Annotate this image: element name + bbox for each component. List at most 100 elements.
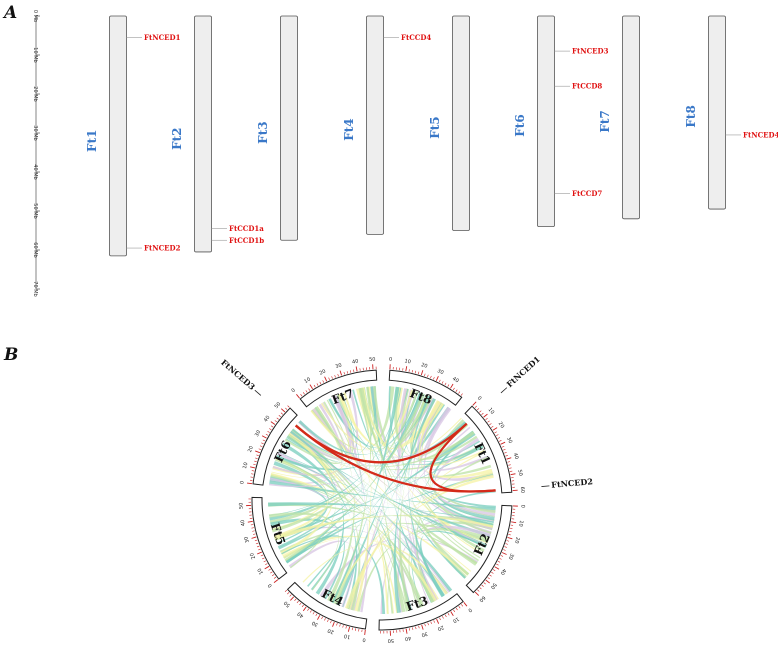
synteny-ribbon bbox=[333, 386, 372, 605]
ring-tick bbox=[420, 370, 424, 376]
ring-tick-label: 20 bbox=[249, 552, 257, 560]
panel-a-label: A bbox=[2, 3, 17, 23]
ring-tick bbox=[342, 625, 344, 628]
ring-tick-label: 20 bbox=[497, 421, 505, 430]
ring-tick bbox=[490, 425, 494, 428]
scale-tick-label: 20 Mb bbox=[32, 86, 38, 101]
ring-tick bbox=[507, 461, 510, 463]
synteny-ribbon bbox=[276, 455, 487, 548]
ring-tick bbox=[313, 384, 316, 388]
ring-tick-label: 20 bbox=[436, 624, 444, 632]
ring-tick-label: 30 bbox=[505, 436, 513, 444]
gene-label: FtCCD7 bbox=[572, 189, 602, 198]
ring-tick bbox=[271, 574, 275, 577]
synteny-ribbon bbox=[357, 527, 490, 612]
synteny-ribbon bbox=[272, 393, 352, 477]
ring-tick bbox=[485, 417, 488, 420]
ring-tick bbox=[273, 579, 279, 584]
highlight-link bbox=[294, 422, 468, 464]
ring-tick bbox=[328, 377, 330, 381]
ring-tick-label: 10 bbox=[242, 462, 249, 470]
ring-tick bbox=[483, 413, 488, 418]
scale-tick-label: 70 Mb bbox=[32, 281, 38, 296]
ring-tick bbox=[455, 389, 458, 392]
ring-tick bbox=[509, 467, 512, 469]
gene-pointer bbox=[254, 389, 262, 396]
ring-tick bbox=[427, 374, 429, 378]
ring-tick bbox=[489, 574, 492, 577]
chromosome-bar bbox=[708, 15, 726, 210]
scale-tick-label: 40 Mb bbox=[32, 164, 38, 179]
ring-tick-label: 10 bbox=[517, 520, 524, 527]
ring-tick bbox=[507, 537, 513, 540]
scale-tick-label: 10 Mb bbox=[32, 47, 38, 62]
ring-tick bbox=[424, 623, 426, 627]
ring-tick bbox=[251, 470, 255, 472]
panel-b-label: B bbox=[3, 345, 18, 365]
synteny-ribbon bbox=[285, 537, 437, 602]
ring-tick bbox=[252, 533, 256, 535]
ring-tick bbox=[441, 381, 444, 384]
chromosome-bar bbox=[280, 15, 298, 241]
scale-tick-label: 30 Mb bbox=[32, 125, 38, 140]
ring-tick bbox=[255, 542, 259, 545]
ring-tick bbox=[503, 549, 506, 551]
ring-tick-label: 0 bbox=[290, 387, 296, 394]
ring-tick bbox=[300, 394, 303, 397]
chromosome-label: Ft5 bbox=[428, 116, 442, 138]
chromosome-label: Ft4 bbox=[342, 118, 356, 140]
ring-tick-label: 20 bbox=[319, 369, 327, 377]
ring-tick bbox=[427, 622, 429, 626]
ring-chromosome-label: Ft5 bbox=[268, 521, 288, 547]
ring-tick bbox=[481, 584, 484, 587]
synteny-ribbon bbox=[296, 424, 478, 566]
ring-tick-label: 30 bbox=[311, 619, 319, 627]
ring-tick-label: 0 bbox=[362, 636, 366, 642]
ring-tick bbox=[251, 527, 255, 529]
ring-tick bbox=[494, 566, 500, 570]
ring-tick bbox=[497, 560, 501, 563]
ring-tick bbox=[346, 371, 349, 374]
ring-tick-label: 50 bbox=[274, 401, 283, 410]
ring-tick-label: 20 bbox=[247, 445, 255, 453]
scale-tick-label: 60 Mb bbox=[32, 242, 38, 257]
ring-tick bbox=[319, 381, 322, 385]
ring-tick bbox=[405, 628, 408, 634]
ring-tick-label: 50 bbox=[283, 599, 292, 608]
ring-tick bbox=[497, 437, 501, 439]
ring-tick bbox=[405, 366, 408, 372]
chromosome-bar bbox=[622, 15, 640, 220]
gene-label: FtCCD1b bbox=[229, 236, 264, 245]
ring-tick bbox=[247, 520, 253, 523]
chromosome-segment bbox=[464, 405, 513, 494]
synteny-ribbon bbox=[288, 540, 356, 608]
chromosome-bar bbox=[366, 15, 384, 235]
ring-tick bbox=[479, 587, 482, 590]
ring-tick bbox=[287, 592, 290, 595]
ring-tick-label: 0 bbox=[239, 481, 245, 485]
ring-tick bbox=[331, 376, 333, 379]
ring-tick bbox=[491, 571, 494, 574]
ring-tick bbox=[261, 435, 267, 439]
ring-tick bbox=[261, 442, 264, 445]
synteny-ribbon bbox=[273, 461, 329, 545]
ring-tick bbox=[511, 521, 517, 524]
ring-tick-label: 10 bbox=[451, 615, 460, 623]
ring-tick bbox=[322, 380, 325, 383]
ring-tick-label: 20 bbox=[513, 536, 521, 544]
chromosome-segment bbox=[286, 581, 368, 630]
ring-tick bbox=[254, 460, 257, 463]
chromosome-segment bbox=[299, 369, 378, 408]
ring-tick bbox=[499, 440, 502, 442]
ring-tick-label: 40 bbox=[451, 376, 460, 384]
ring-tick-label: 0 bbox=[389, 357, 393, 363]
ring-tick-label: 50 bbox=[369, 357, 376, 363]
ring-tick-label: 20 bbox=[420, 362, 428, 370]
ring-tick-label: 30 bbox=[243, 536, 251, 544]
ring-tick bbox=[265, 433, 269, 436]
ring-tick bbox=[503, 448, 506, 451]
ring-tick bbox=[252, 530, 255, 532]
ring-tick bbox=[509, 527, 513, 529]
